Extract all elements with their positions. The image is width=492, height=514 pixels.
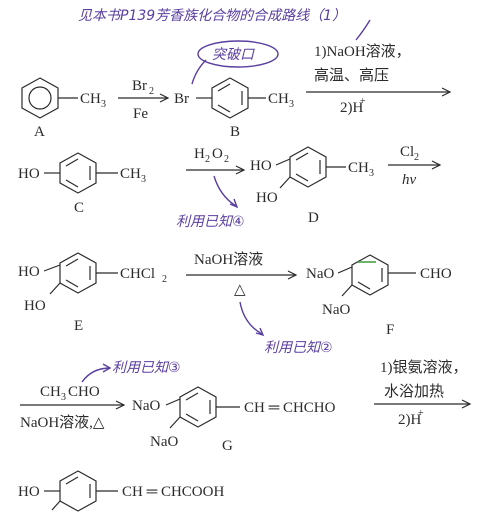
c-ho: HO — [18, 166, 40, 182]
g-nao-bottom: NaO — [150, 434, 178, 450]
label-d: D — [308, 210, 319, 226]
arrow4-sub: 3 — [61, 392, 66, 403]
arrow-c-h: H — [194, 146, 205, 162]
label-g: G — [222, 438, 233, 454]
d-ho-top: HO — [250, 158, 272, 174]
c-sub3: 3 — [141, 174, 146, 185]
d-sub3: 3 — [369, 168, 374, 179]
arrow1-below: Fe — [133, 106, 148, 122]
arrow-c-sub2: 2 — [224, 154, 229, 165]
benzene-ring — [21, 77, 59, 119]
f-nao-top: NaO — [306, 266, 334, 282]
arrow-d-hv: hν — [402, 172, 417, 188]
b-ch: CH — [268, 91, 289, 107]
arrow-a-b: Br 2 Fe — [118, 78, 170, 122]
aromatic-circle — [28, 86, 52, 110]
arrow-f-g: 利用已知③ CH 3 CHO NaOH溶液,△ — [20, 360, 181, 431]
note-pointer — [239, 301, 263, 335]
compound-e: HO HO CHCl 2 E — [18, 252, 167, 334]
benzene-ring — [59, 470, 97, 512]
header-pointer — [355, 19, 371, 41]
arrow4-cho: CHO — [68, 384, 100, 400]
label-f: F — [386, 322, 394, 338]
arrow-e-above: NaOH溶液 — [194, 251, 263, 268]
e-ho-top: HO — [18, 264, 40, 280]
arrow5-line1: 1)银氨溶液， — [380, 359, 468, 376]
callout-oval — [197, 40, 279, 68]
arrow-g-h: 1)银氨溶液， 水浴加热 2)H + — [374, 359, 472, 428]
arrow2-below-sup: + — [360, 96, 366, 107]
benzene-ring — [59, 252, 97, 294]
e-sub2: 2 — [162, 274, 167, 285]
arrow5-below-sup: + — [418, 408, 424, 419]
d-ch: CH — [348, 160, 369, 176]
arrow1-above-sub: 2 — [149, 86, 154, 97]
benzene-ring — [179, 386, 217, 428]
arrow-e-below: △ — [234, 282, 246, 298]
arrow-c-o: O — [212, 146, 223, 162]
compound-f: NaO NaO CHO F — [306, 254, 452, 338]
label-a: A — [34, 124, 45, 140]
arrow2-line2: 高温、高压 — [314, 67, 389, 84]
arrow5-below: 2)H — [398, 412, 421, 428]
header-note: 见本书P139芳香族化合物的合成路线（1） — [78, 8, 346, 24]
row2-note: 利用已知④ — [176, 214, 245, 230]
arrow5-line2: 水浴加热 — [384, 383, 444, 400]
arrow-c-d: H 2 O 2 利用已知④ — [176, 146, 246, 230]
note-pointer — [81, 367, 111, 383]
f-nao-bottom: NaO — [322, 302, 350, 318]
b-sub3: 3 — [289, 99, 294, 110]
label-b: B — [230, 124, 240, 140]
arrow4-below: NaOH溶液,△ — [20, 414, 105, 431]
benzene-ring — [59, 152, 97, 194]
arrow-d-e: Cl 2 hν — [388, 144, 442, 188]
arrow-c-sub1: 2 — [205, 154, 210, 165]
arrow2-below: 2)H — [340, 100, 363, 116]
g-nao-top: NaO — [132, 398, 160, 414]
g-chain: CH ═ CHCHO — [244, 400, 336, 416]
breakthrough-text: 突破口 — [212, 47, 255, 63]
compound-b: Br CH 3 B — [174, 77, 294, 140]
e-chcl: CHCl — [120, 266, 155, 282]
arrow1-above: Br — [132, 78, 147, 94]
d-ho-bottom: HO — [256, 190, 278, 206]
label-e: E — [74, 318, 83, 334]
h-ho: HO — [18, 484, 40, 500]
e-ho-bottom: HO — [24, 298, 46, 314]
a-sub3: 3 — [101, 99, 106, 110]
arrow-b-next: 1)NaOH溶液， 高温、高压 2)H + — [306, 43, 452, 116]
arrow-d-sub: 2 — [414, 152, 419, 163]
compound-g: NaO NaO CH ═ CHCHO G — [132, 386, 336, 454]
arrow-d-cl: Cl — [400, 144, 414, 160]
breakthrough-callout: 突破口 — [191, 40, 279, 85]
row4-note: 利用已知③ — [112, 360, 181, 376]
a-ch: CH — [80, 91, 101, 107]
compound-h: HO CH ═ CHCOOH — [18, 470, 224, 512]
benzene-ring — [351, 254, 389, 296]
label-c: C — [74, 200, 84, 216]
arrow2-line1: 1)NaOH溶液， — [314, 43, 411, 60]
b-br: Br — [174, 91, 189, 107]
compound-c: HO CH 3 C — [18, 152, 146, 216]
note-pointer — [213, 175, 237, 207]
benzene-ring — [211, 77, 249, 119]
row3-note: 利用已知② — [264, 340, 333, 356]
benzene-ring — [289, 146, 327, 188]
h-chain: CH ═ CHCOOH — [122, 484, 224, 500]
compound-d: HO HO CH 3 D — [250, 146, 374, 226]
arrow4-ch: CH — [40, 384, 61, 400]
f-cho: CHO — [420, 266, 452, 282]
arrow-e-f: NaOH溶液 △ 利用已知② — [186, 251, 333, 356]
callout-pointer — [191, 59, 207, 85]
c-ch: CH — [120, 166, 141, 182]
compound-a: CH 3 A — [21, 77, 106, 140]
